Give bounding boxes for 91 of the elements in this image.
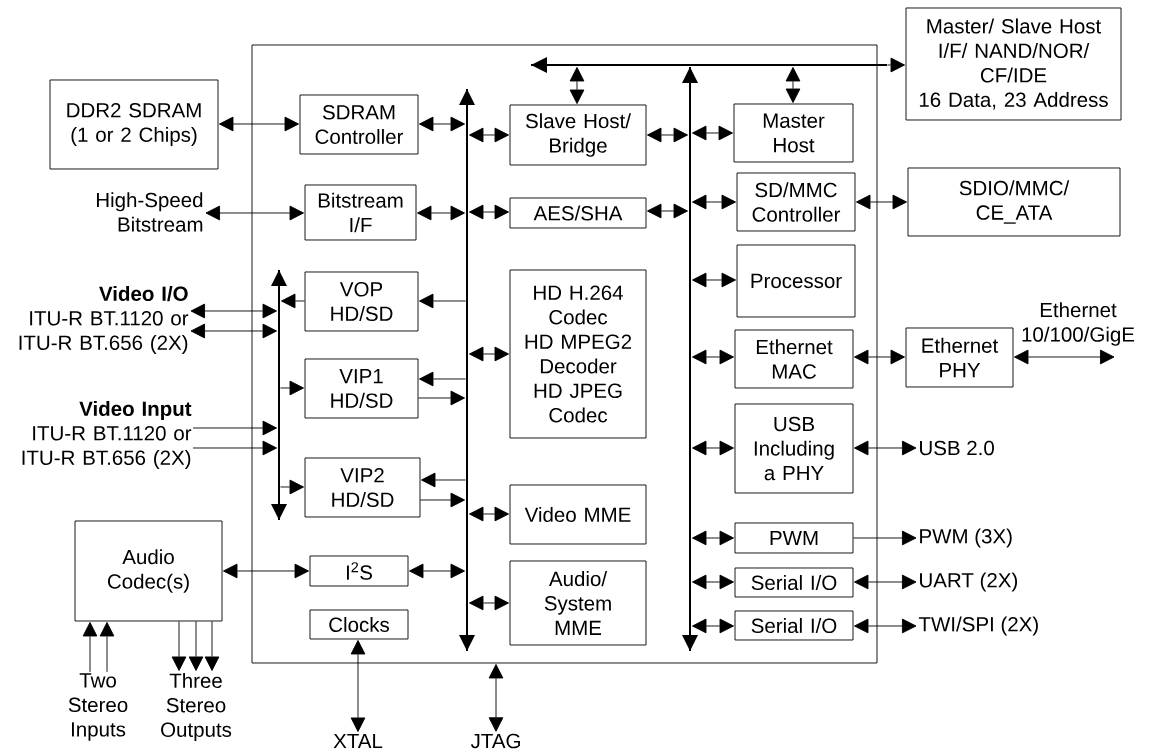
signal-label: JTAG — [470, 733, 520, 749]
arrow — [192, 440, 277, 456]
arrow — [1014, 349, 1115, 365]
signal-label: PWM (3X) — [920, 528, 1012, 548]
arrow — [281, 293, 305, 309]
arrow — [854, 440, 917, 456]
block-box: Serial I/O — [734, 567, 854, 598]
arrow — [692, 440, 734, 456]
edge-label: Ethernet 10/100/GigE — [1018, 301, 1138, 347]
signal-label: Video I/O ITU-R BT.1120 or ITU-R BT.656 (2X) — [19, 285, 189, 355]
signal-label: Three Stereo Outputs — [161, 672, 232, 742]
arrow — [99, 622, 115, 673]
arrow — [420, 492, 465, 508]
block-box: VIP2 HD/SD — [304, 457, 421, 518]
arrow — [854, 574, 917, 590]
block-box: USB Including a PHY — [734, 403, 854, 494]
arrow — [856, 194, 907, 210]
block-box: AES/SHA — [509, 197, 647, 229]
arrow — [469, 595, 509, 611]
signal-label: Two Stereo Inputs — [68, 673, 128, 741]
arrow — [419, 293, 466, 309]
arrow — [692, 574, 734, 590]
block-box: Bitstream I/F — [304, 184, 417, 241]
arrow — [204, 621, 220, 671]
arrow — [219, 116, 299, 132]
arrow — [223, 563, 309, 579]
signal-label: Video Input ITU-R BT.1120 or ITU-R BT.656 (2X) — [22, 400, 192, 470]
signal-label: USB 2.0 — [920, 440, 994, 456]
block-box: VIP1 HD/SD — [304, 358, 419, 419]
block-box: Master Host — [733, 103, 854, 163]
arrow — [188, 621, 204, 671]
arrow — [192, 420, 277, 436]
arrow — [692, 125, 733, 141]
arrow — [280, 380, 304, 396]
arrow — [419, 371, 466, 387]
arrow — [692, 194, 736, 210]
arrow — [469, 127, 509, 143]
arrow — [409, 563, 465, 579]
arrow — [692, 530, 734, 546]
signal-label: XTAL — [333, 733, 383, 749]
arrow — [569, 67, 585, 104]
arrow — [692, 349, 734, 365]
block-box: Ethernet PHY — [905, 327, 1014, 388]
bus-line — [682, 67, 698, 651]
block-box: Master/ Slave Host I/F/ NAND/NOR/ CF/IDE 16 Data, 23 Address — [905, 7, 1122, 121]
arrow — [190, 323, 277, 339]
block-box: I$^{2}$S — [309, 555, 409, 587]
arrow — [350, 640, 366, 732]
arrow — [469, 204, 509, 220]
arrow — [853, 530, 917, 546]
bus-line — [459, 89, 475, 651]
bus-line — [271, 270, 287, 520]
arrow — [469, 346, 509, 362]
block-box: DDR2 SDRAM (1 or 2 Chips) — [49, 79, 219, 170]
arrow — [692, 272, 736, 288]
block-box: SDIO/MMC/ CE_ATA — [907, 167, 1121, 237]
arrow — [205, 205, 304, 221]
arrow — [647, 127, 688, 143]
block-box: Audio Codec(s) — [74, 520, 223, 622]
signal-label: High-Speed Bitstream — [97, 192, 203, 232]
signal-label: UART (2X) — [920, 572, 1017, 592]
block-box: Processor — [736, 244, 856, 318]
block-box: SDRAM Controller — [299, 94, 419, 155]
arrow — [488, 664, 504, 732]
arrow — [421, 472, 466, 488]
arrow — [190, 303, 277, 319]
block-box: SD/MMC Controller — [736, 172, 856, 232]
arrow — [419, 116, 465, 132]
block-box: Ethernet MAC — [734, 329, 854, 389]
arrow — [280, 479, 304, 495]
block-box: Audio/ System MME — [509, 560, 647, 646]
arrow — [887, 57, 905, 73]
arrow — [171, 621, 187, 671]
block-box: Serial I/O — [734, 610, 854, 641]
block-box: Slave Host/ Bridge — [509, 104, 647, 166]
block-box: Video MME — [509, 484, 647, 545]
arrow — [417, 205, 465, 221]
block-box: VOP HD/SD — [304, 271, 419, 332]
arrow — [469, 506, 509, 522]
arrow — [418, 390, 465, 406]
block-box: HD H.264 Codec HD MPEG2 Decoder HD JPEG Codec — [509, 269, 647, 439]
block-box: Clocks — [309, 609, 409, 640]
arrow — [647, 203, 688, 219]
arrow — [854, 349, 905, 365]
block-box: PWM — [734, 522, 854, 554]
arrow — [692, 618, 734, 634]
arrow — [785, 67, 801, 103]
signal-label: TWI/SPI (2X) — [918, 616, 1038, 636]
chip-outline — [251, 44, 878, 664]
arrow — [854, 618, 917, 634]
arrow — [82, 622, 98, 673]
